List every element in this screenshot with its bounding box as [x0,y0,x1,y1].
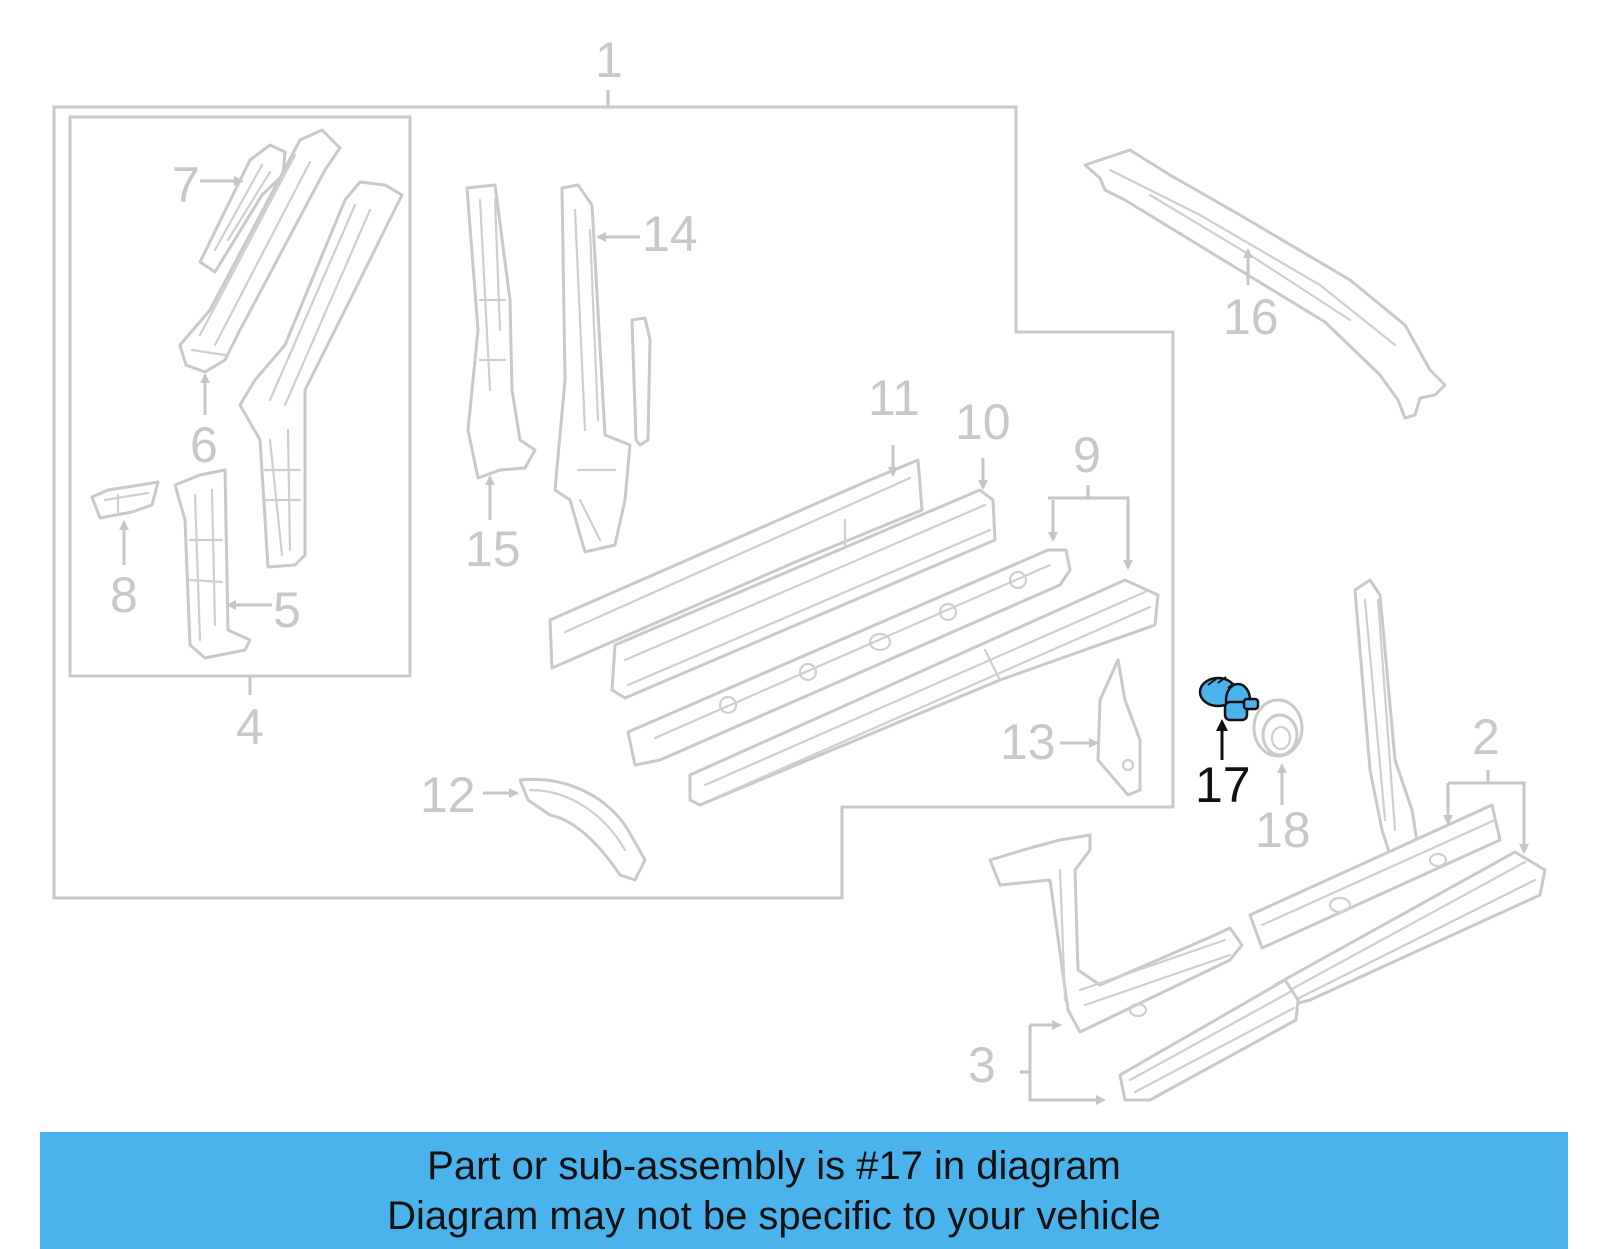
part-12 [518,777,647,882]
callout-16: 16 [1223,289,1279,345]
part-10 [610,488,997,700]
callout-9: 9 [1073,427,1101,483]
part-14-strip [630,316,652,447]
part-4-pillar [238,180,404,569]
leader-9b [1048,496,1133,570]
callout-2: 2 [1472,709,1500,765]
callout-13: 13 [1000,714,1056,770]
part-15 [465,183,537,480]
part-6 [178,128,342,374]
banner-line-part: Part or sub-assembly is #17 in diagram [427,1143,1121,1188]
callout-3: 3 [968,1037,996,1093]
callout-15: 15 [465,521,521,577]
part-11 [548,458,924,670]
leader-3b [1028,1025,1106,1105]
callout-8: 8 [110,567,138,623]
part-3-rocker [1118,978,1300,1102]
part-8 [90,480,160,520]
subassembly-frame-4 [68,115,412,678]
callout-7: 7 [172,157,200,213]
part-7 [198,143,287,274]
part-18 [1252,698,1304,758]
callout-6: 6 [190,417,218,473]
callout-5: 5 [273,582,301,638]
part-5 [173,468,252,660]
callout-18: 18 [1255,802,1311,858]
banner-line-disclaimer: Diagram may not be specific to your vehi… [387,1193,1161,1238]
part-9b [688,578,1160,807]
part-17-clip [1198,676,1260,722]
callout-14: 14 [642,206,698,262]
callout-12: 12 [420,767,476,823]
part-9a [626,548,1072,767]
callout-1: 1 [595,32,623,88]
info-banner: Part or sub-assembly is #17 in diagram D… [40,1132,1568,1249]
callout-10: 10 [955,394,1011,450]
part-16 [1083,148,1447,420]
callout-11: 11 [868,370,920,426]
leader-2b [1448,781,1529,854]
callout-17: 17 [1195,757,1251,813]
part-14 [553,183,632,554]
part-2-pillar [1353,578,1422,872]
assembly-frame-1 [52,105,1175,900]
part-13 [1096,658,1142,797]
callout-4: 4 [236,699,264,755]
part-2-sill [1248,803,1502,950]
part-3-pillar [988,833,1244,1034]
